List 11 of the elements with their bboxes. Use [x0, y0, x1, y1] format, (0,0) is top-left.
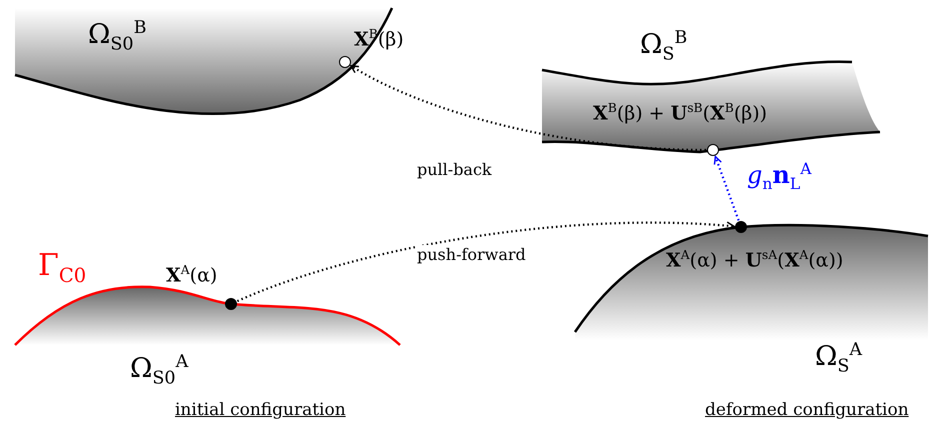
boundary-symbol: Γ$_{C0}$ [38, 248, 86, 287]
arrow [350, 64, 706, 152]
arrow [236, 222, 735, 302]
point-label: X$^{B}$(β) + U$^{sB}$(X$^{B}$(β)) [593, 101, 768, 124]
edge-label: pull-back [415, 160, 494, 179]
edge-label: push-forward [415, 245, 528, 264]
point-label: X$^{A}$(α) [166, 263, 218, 286]
caption: initial configuration [175, 400, 346, 420]
caption: deformed configuration [705, 400, 909, 420]
point-label: X$^{A}$(α) + U$^{sA}$(X$^{A}$(α)) [666, 248, 844, 272]
arrow [714, 156, 740, 221]
